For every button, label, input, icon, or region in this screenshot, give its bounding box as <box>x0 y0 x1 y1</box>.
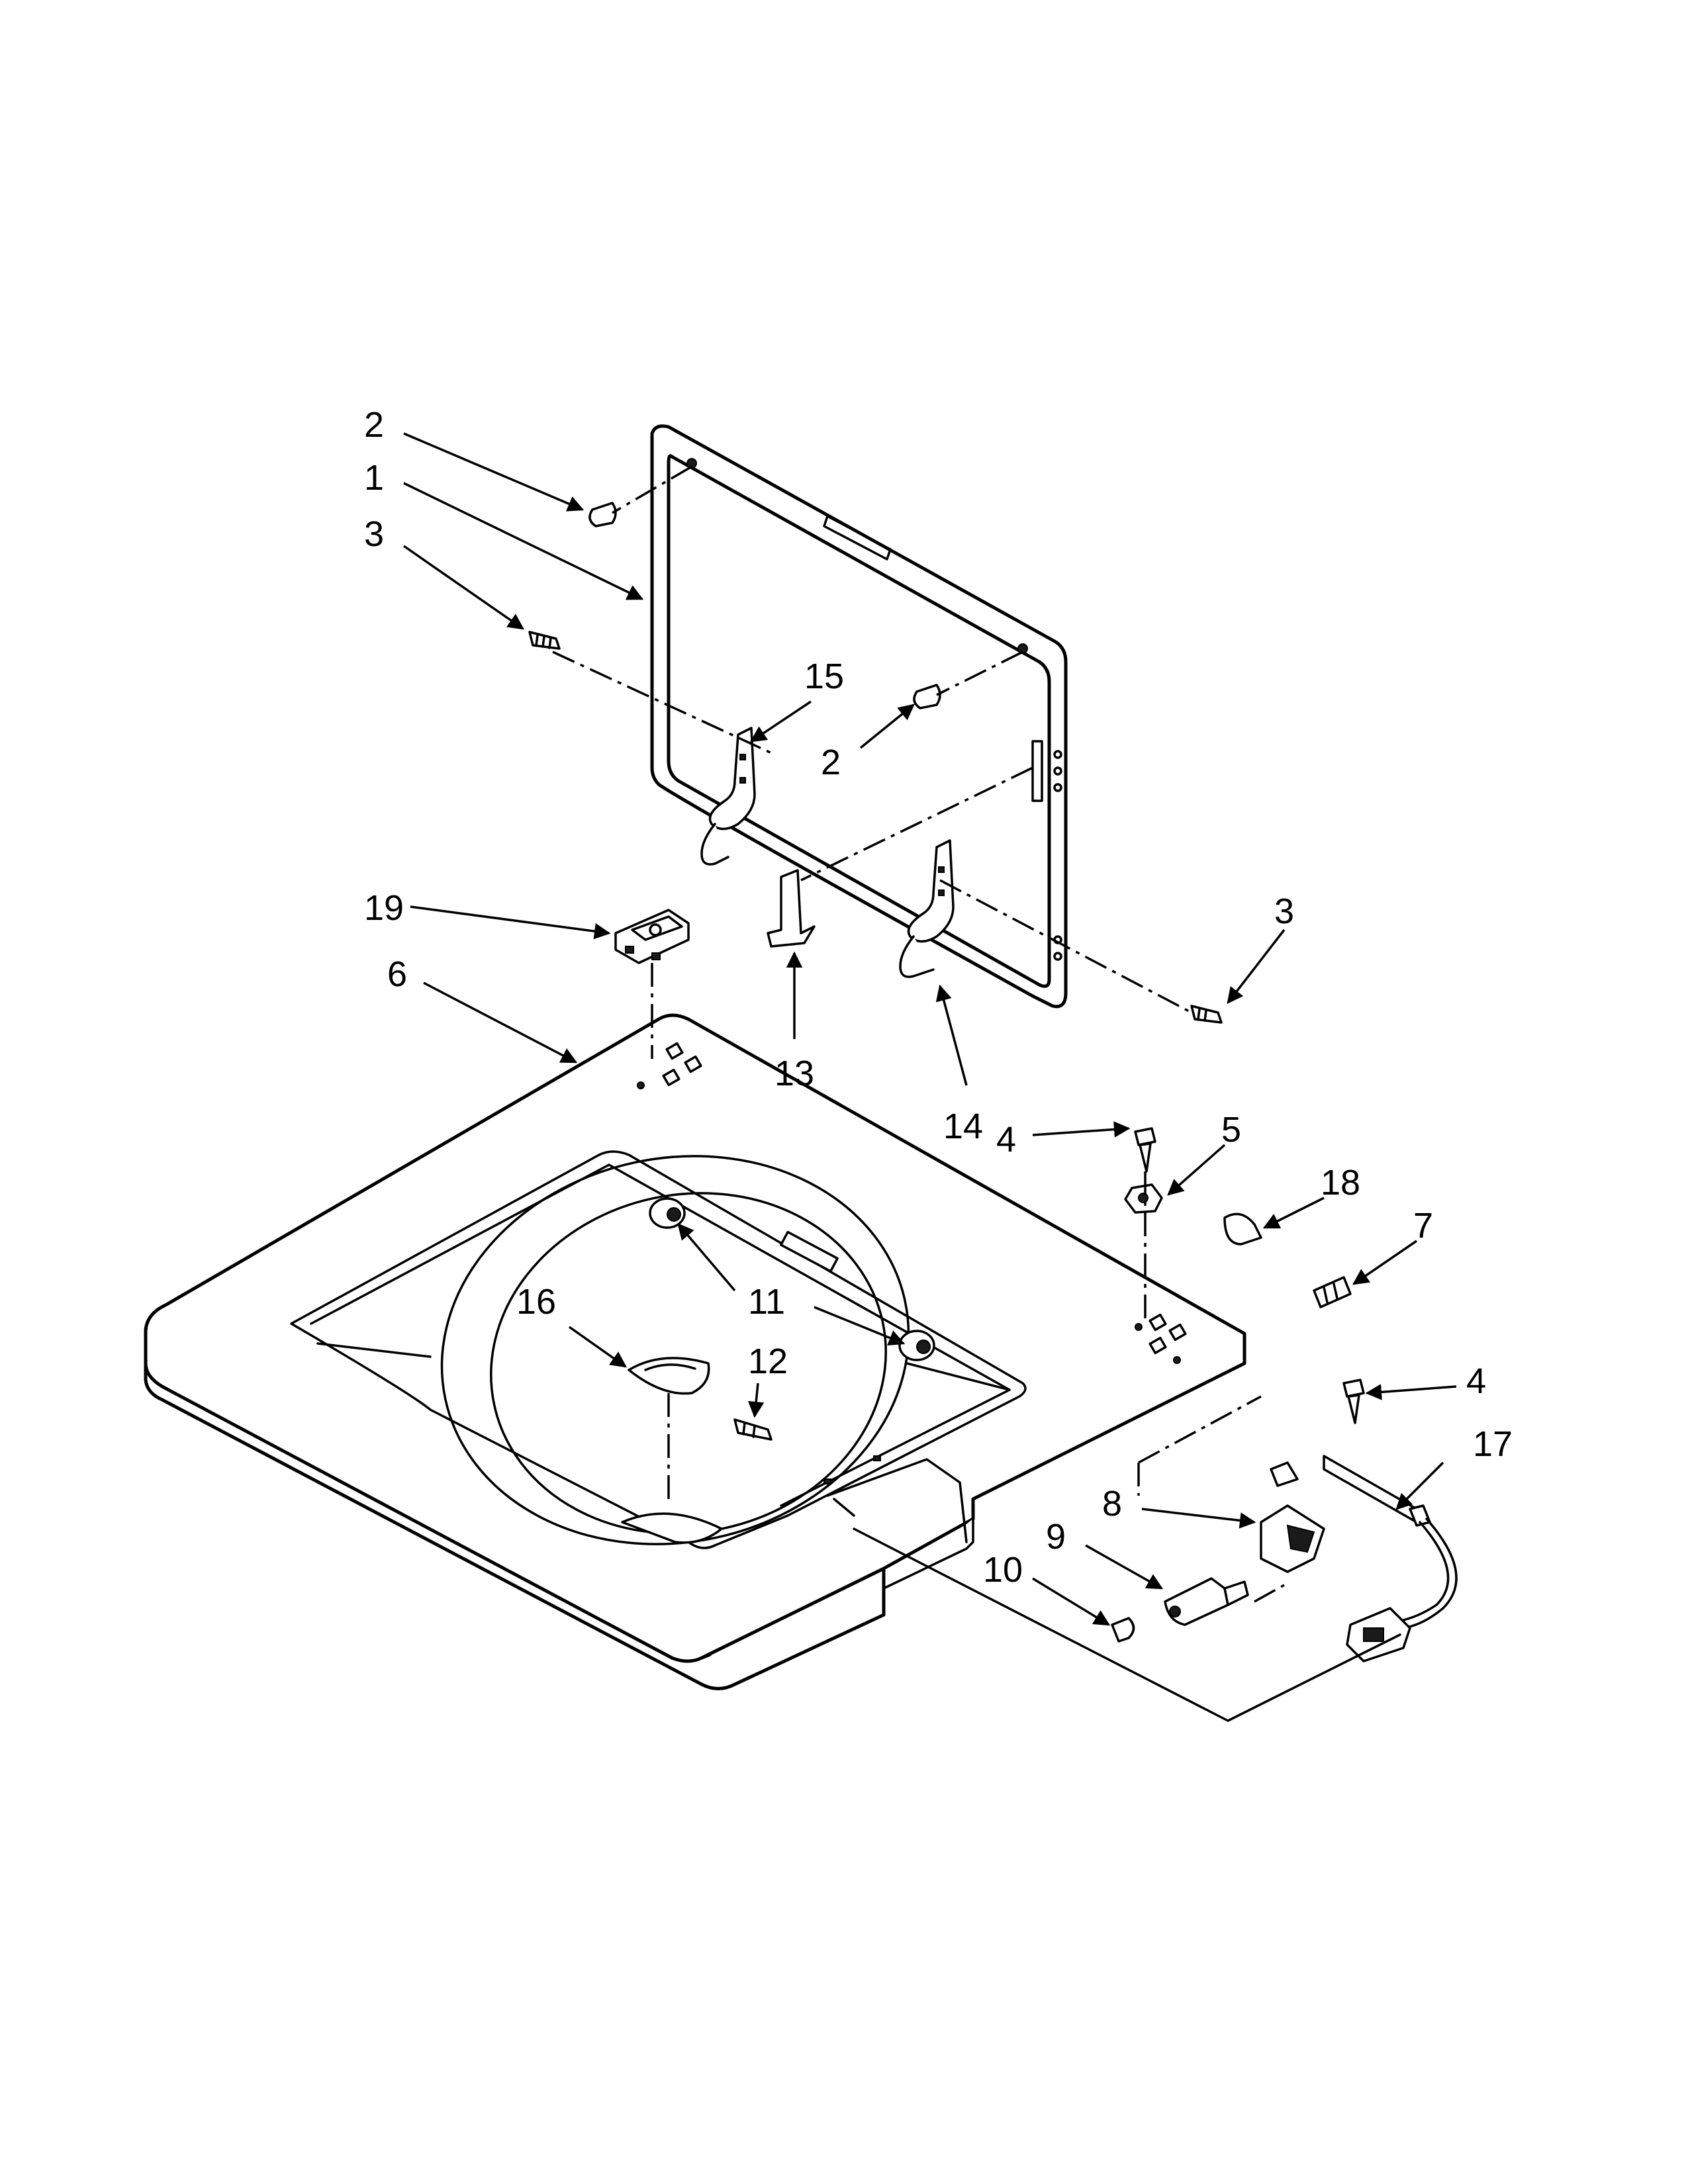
screw-3b <box>1190 1005 1223 1024</box>
callout-4: 4 <box>1466 1361 1486 1401</box>
switch-8 <box>1260 1504 1325 1573</box>
clip-7 <box>1313 1276 1352 1308</box>
callout-14: 14 <box>943 1107 983 1146</box>
leader-lines <box>403 432 1457 1626</box>
callout-13: 13 <box>774 1054 814 1093</box>
callout-3: 3 <box>1274 891 1294 931</box>
harness-17 <box>1270 1455 1458 1662</box>
callout-18: 18 <box>1321 1163 1360 1203</box>
screw-2a <box>588 502 617 527</box>
hinge-right <box>899 839 955 978</box>
screw-2b <box>913 684 941 709</box>
nut-5 <box>1124 1183 1163 1214</box>
screw-4b <box>1342 1379 1365 1424</box>
callout-6: 6 <box>387 954 407 994</box>
callout-17: 17 <box>1473 1424 1513 1464</box>
callout-9: 9 <box>1046 1517 1066 1557</box>
clip-18 <box>1223 1212 1262 1246</box>
hinge-left <box>700 727 756 866</box>
callout-1: 1 <box>364 458 384 498</box>
callout-19: 19 <box>364 888 404 928</box>
assembly-lines <box>552 465 1285 1603</box>
switch-mount-plate <box>853 1527 1401 1722</box>
lid-frame <box>650 424 1068 1009</box>
callout-5: 5 <box>1221 1110 1241 1150</box>
callout-10: 10 <box>983 1550 1023 1590</box>
callout-2: 2 <box>821 743 841 782</box>
handle-16 <box>628 1357 710 1395</box>
callout-4: 4 <box>996 1120 1016 1160</box>
bumper-11b <box>898 1330 935 1361</box>
callout-3: 3 <box>364 514 384 554</box>
hinge-plate-19 <box>614 909 690 964</box>
actuator-9 <box>1164 1577 1249 1626</box>
callout-8: 8 <box>1102 1484 1122 1524</box>
screw-4a <box>1134 1127 1156 1173</box>
screw-3a <box>528 631 561 650</box>
bumper-11a <box>649 1197 686 1229</box>
callout-15: 15 <box>804 657 844 696</box>
callout-7: 7 <box>1413 1206 1433 1246</box>
callout-16: 16 <box>516 1282 556 1322</box>
callout-12: 12 <box>748 1342 788 1381</box>
screw-12 <box>733 1418 773 1441</box>
clip-10 <box>1111 1617 1135 1643</box>
callout-2: 2 <box>364 405 384 445</box>
callout-labels: 2 1 3 15 2 19 3 6 13 14 4 5 18 7 16 11 1… <box>364 405 1513 1590</box>
washer-top-panel <box>144 1013 1246 1690</box>
callout-11: 11 <box>748 1282 785 1322</box>
bracket-13 <box>767 869 816 948</box>
